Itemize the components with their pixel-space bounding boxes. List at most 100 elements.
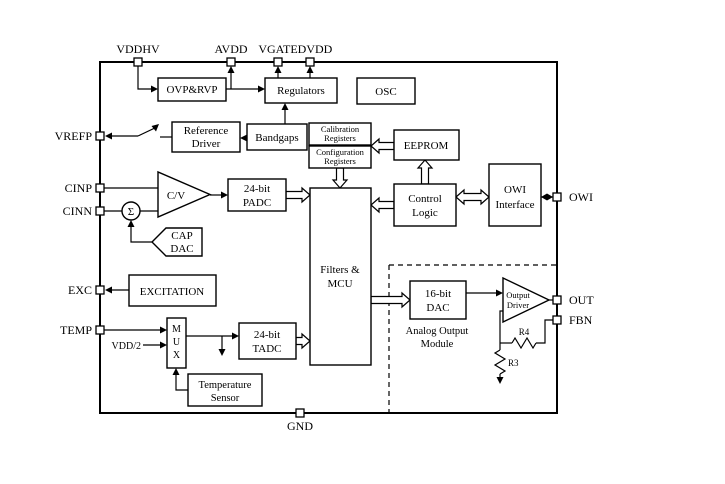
- owi-label: OWI: [569, 190, 593, 204]
- bus-control-to-mcu: [370, 196, 395, 214]
- vgate-label: VGATE: [258, 42, 297, 56]
- owi-interface-label-2: Interface: [495, 199, 534, 211]
- pin-gnd: [295, 408, 305, 418]
- osc-block: OSC: [356, 77, 416, 105]
- configuration-registers-block: Configuration Registers: [308, 145, 372, 169]
- cinp-label: CINP: [65, 181, 93, 195]
- cv-amp-label: C/V: [167, 190, 185, 202]
- dac16-block: 16-bit DAC: [409, 280, 467, 320]
- bus-eeprom-to-registers: [370, 137, 395, 155]
- fbn-label: FBN: [569, 313, 593, 327]
- cinn-label: CINN: [63, 204, 93, 218]
- configuration-registers-label-2: Registers: [324, 156, 356, 166]
- calibration-registers-block: Calibration Registers: [308, 122, 372, 146]
- padc-label-2: PADC: [243, 197, 271, 209]
- reference-driver-label-1: Reference: [184, 125, 229, 137]
- mux-block: M U X: [166, 317, 187, 369]
- control-logic-label-1: Control: [408, 193, 442, 205]
- analog-output-module-label-2: Module: [421, 339, 454, 350]
- dac16-label-2: DAC: [426, 302, 449, 314]
- pin-vrefp: [95, 131, 105, 141]
- reference-driver-label-2: Driver: [192, 138, 221, 150]
- bus-control-to-eeprom: [416, 159, 434, 185]
- regulators-label: Regulators: [277, 85, 325, 97]
- pin-out: [552, 295, 562, 305]
- pin-vddhv: [133, 57, 143, 67]
- summer-node: Σ: [121, 201, 141, 221]
- control-logic-label-2: Logic: [412, 207, 438, 219]
- temperature-sensor-label-1: Temperature: [199, 380, 252, 391]
- pin-labels: VDDHV AVDD VGATE DVDD VREFP CINP CINN EX…: [55, 42, 595, 433]
- r3-ground-arrow: [496, 377, 504, 384]
- arrowheads: [105, 66, 553, 384]
- vrefp-arrow: [105, 132, 112, 140]
- tadc-label-1: 24-bit: [254, 329, 280, 341]
- r3-label: R3: [508, 358, 519, 368]
- output-driver-label-2: Driver: [507, 300, 529, 310]
- exc-arrow: [105, 286, 112, 294]
- cap-dac-block: CAP DAC: [151, 227, 203, 257]
- tadc-label-2: TADC: [252, 343, 281, 355]
- resistor-r3: [493, 349, 507, 375]
- filters-mcu-block: Filters & MCU: [309, 187, 372, 366]
- vddhv-label: VDDHV: [116, 42, 160, 56]
- control-logic-block: Control Logic: [393, 183, 457, 227]
- bus-control-owi: [455, 188, 490, 206]
- switch-arrow: [151, 124, 159, 132]
- padc-block: 24-bit PADC: [227, 178, 287, 212]
- connection-wires: [104, 66, 553, 391]
- padc-label-1: 24-bit: [244, 183, 270, 195]
- regulators-block: Regulators: [264, 77, 338, 104]
- chip-boundary: [99, 61, 558, 414]
- bus-arrows: [285, 137, 490, 350]
- pin-vgate: [273, 57, 283, 67]
- exc-label: EXC: [68, 283, 92, 297]
- pin-avdd: [226, 57, 236, 67]
- dvdd-label: DVDD: [298, 42, 333, 56]
- mux-ground-arrow: [218, 349, 226, 356]
- r4-label: R4: [519, 327, 530, 337]
- eeprom-block: EEPROM: [393, 129, 460, 161]
- output-driver-label-1: Output: [506, 290, 530, 300]
- reference-driver-block: Reference Driver: [171, 121, 241, 153]
- vrefp-label: VREFP: [55, 129, 93, 143]
- avdd-label: AVDD: [214, 42, 247, 56]
- output-driver-block: Output Driver: [502, 276, 551, 324]
- bandgaps-label: Bandgaps: [255, 132, 298, 144]
- mux-label-m: M: [172, 324, 181, 335]
- pin-cinn: [95, 206, 105, 216]
- calibration-registers-label-2: Registers: [324, 133, 356, 143]
- analog-output-module-label-1: Analog Output: [406, 326, 469, 337]
- eeprom-label: EEPROM: [404, 140, 449, 152]
- filters-mcu-label-1: Filters &: [320, 264, 360, 276]
- temperature-sensor-label-2: Sensor: [211, 393, 240, 404]
- bus-tadc-to-mcu: [295, 332, 311, 350]
- bandgaps-block: Bandgaps: [246, 123, 308, 151]
- owi-interface-label-1: OWI: [504, 184, 526, 196]
- pin-fbn: [552, 315, 562, 325]
- ovp-rvp-block: OVP&RVP: [157, 77, 227, 102]
- excitation-label: EXCITATION: [140, 286, 205, 298]
- dvdd-arrow-up: [306, 66, 314, 73]
- resistor-r4: [511, 336, 537, 350]
- bus-padc-to-mcu: [285, 186, 311, 204]
- gnd-label: GND: [287, 419, 313, 433]
- temp-label: TEMP: [60, 323, 92, 337]
- vgate-arrow-up: [274, 66, 282, 73]
- owi-interface-block: OWI Interface: [488, 163, 542, 227]
- pins: [95, 57, 562, 418]
- cap-dac-label-1: CAP: [171, 230, 192, 242]
- vdd-half-label: VDD/2: [112, 341, 141, 352]
- calibration-registers-label-1: Calibration: [321, 124, 360, 134]
- avdd-arrow-up: [227, 66, 235, 73]
- bus-mcu-to-dac: [370, 291, 411, 309]
- bus-registers-to-mcu: [331, 167, 349, 189]
- osc-label: OSC: [375, 86, 396, 98]
- temperature-sensor-block: Temperature Sensor: [187, 373, 263, 407]
- out-label: OUT: [569, 293, 594, 307]
- filters-mcu-label-2: MCU: [327, 278, 352, 290]
- cv-amp-block: C/V: [157, 170, 212, 219]
- mux-label-x: X: [173, 350, 181, 361]
- pin-exc: [95, 285, 105, 295]
